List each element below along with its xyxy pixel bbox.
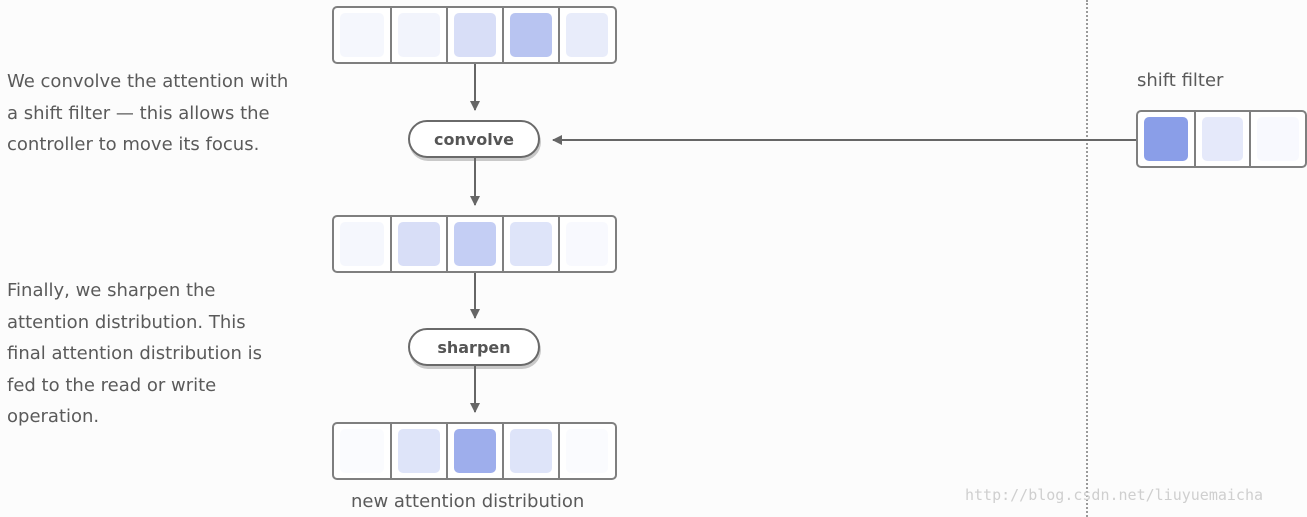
attention-weight-fill bbox=[454, 429, 496, 473]
convolve-node: convolve bbox=[408, 120, 540, 158]
attention-weight-fill bbox=[1201, 117, 1244, 161]
attention-cell bbox=[502, 8, 558, 62]
convolve-explanation: We convolve the attention with a shift f… bbox=[7, 71, 289, 155]
attention-cell bbox=[334, 8, 390, 62]
attention-cell bbox=[558, 217, 614, 271]
attention-weight-fill bbox=[340, 222, 384, 266]
attention-weight-fill bbox=[566, 222, 608, 266]
attention-weight-fill bbox=[454, 13, 496, 57]
attention-cell bbox=[390, 424, 446, 478]
attention-cell bbox=[446, 8, 502, 62]
attention-weight-fill bbox=[398, 13, 440, 57]
new-attention-distribution bbox=[332, 422, 617, 480]
attention-cell bbox=[446, 424, 502, 478]
shift-filter-label: shift filter bbox=[1137, 70, 1224, 91]
attention-weight-fill bbox=[398, 429, 440, 473]
attention-cell bbox=[446, 217, 502, 271]
sharpen-explanation: Finally, we sharpen the attention distri… bbox=[7, 280, 263, 427]
attention-cell bbox=[334, 217, 390, 271]
attention-cell bbox=[1193, 112, 1250, 166]
attention-cell bbox=[558, 8, 614, 62]
attention-weight-fill bbox=[510, 429, 552, 473]
new-distribution-label: new attention distribution bbox=[351, 491, 585, 512]
attention-cell bbox=[390, 217, 446, 271]
watermark-text: http://blog.csdn.net/liuyuemaicha bbox=[965, 486, 1264, 504]
attention-weight-fill bbox=[566, 429, 608, 473]
attention-weight-fill bbox=[340, 13, 384, 57]
attention-weight-fill bbox=[1144, 117, 1188, 161]
convolved-attention-distribution bbox=[332, 215, 617, 273]
attention-weight-fill bbox=[1257, 117, 1299, 161]
sharpen-node: sharpen bbox=[408, 328, 540, 366]
shift-filter-cells bbox=[1136, 110, 1307, 168]
attention-cell bbox=[1138, 112, 1194, 166]
attention-cell bbox=[334, 424, 390, 478]
attention-cell bbox=[502, 217, 558, 271]
attention-cell bbox=[390, 8, 446, 62]
attention-cell bbox=[558, 424, 614, 478]
attention-weight-fill bbox=[398, 222, 440, 266]
attention-weight-fill bbox=[510, 222, 552, 266]
input-attention-distribution bbox=[332, 6, 617, 64]
attention-weight-fill bbox=[510, 13, 552, 57]
attention-weight-fill bbox=[566, 13, 608, 57]
attention-weight-fill bbox=[454, 222, 496, 266]
attention-cell bbox=[1249, 112, 1305, 166]
attention-cell bbox=[502, 424, 558, 478]
section-divider bbox=[1086, 0, 1088, 517]
attention-weight-fill bbox=[340, 429, 384, 473]
